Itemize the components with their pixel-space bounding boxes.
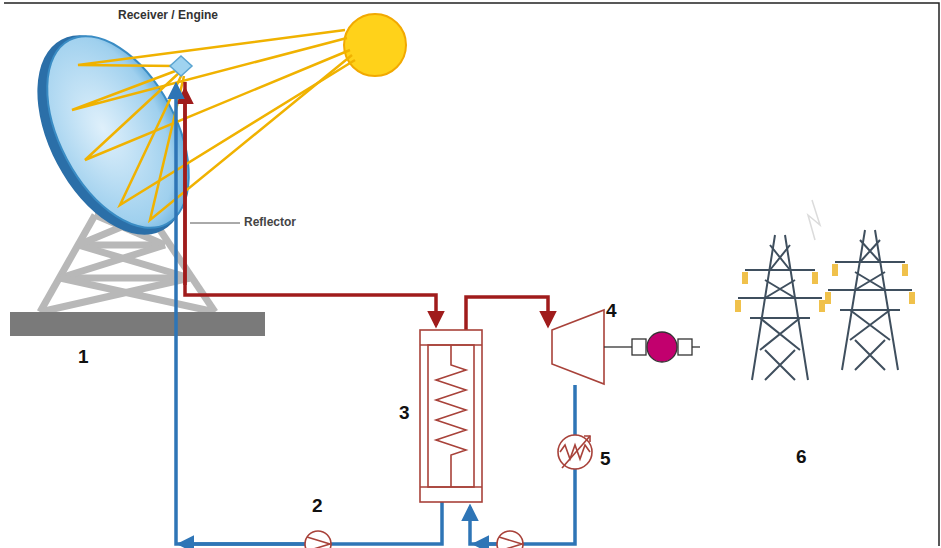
callout-number: 2 (312, 495, 323, 517)
callout-number: 1 (78, 346, 89, 368)
callout-number: 3 (399, 402, 410, 424)
callout-number: 5 (600, 448, 611, 470)
part-label: Receiver / Engine (118, 8, 218, 22)
callout-number: 4 (606, 300, 617, 322)
callout-number: 6 (796, 446, 807, 468)
part-label: Reflector (244, 215, 296, 229)
